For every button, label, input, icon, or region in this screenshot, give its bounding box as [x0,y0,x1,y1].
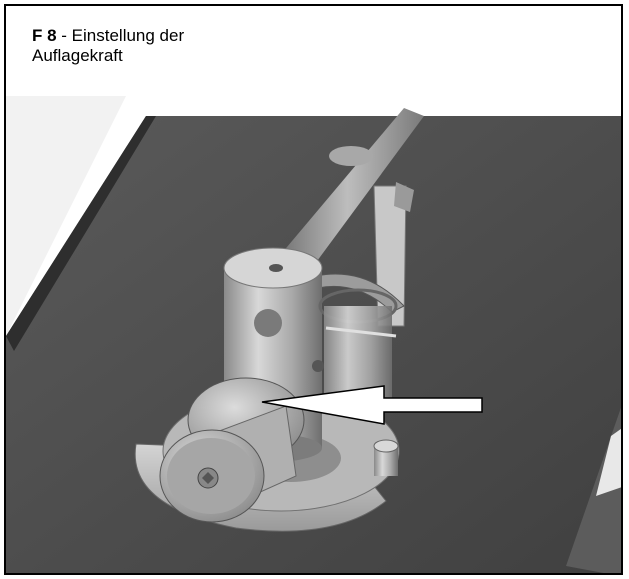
background-shade [6,96,126,336]
plinth-edge [6,116,156,351]
caption-title-line2: Auflagekraft [32,46,123,65]
arm-collar [329,146,373,166]
platter-highlight [596,428,621,496]
pillar-top-hole [269,264,283,272]
small-pillar-top [373,439,399,453]
counterweight [159,377,305,523]
figure-label: F 8 [32,26,57,45]
arm-tube [271,108,424,276]
arrow-pointer-icon [261,385,483,425]
caption-title-line1: Einstellung der [71,26,185,45]
tonearm-illustration [6,6,621,573]
arm-rest-top [394,182,414,212]
arc-guide [315,273,405,313]
pillar-side-hole [254,309,282,337]
caption-band [6,6,621,96]
lift-rod [325,326,397,338]
pillar-small-hole [312,360,324,372]
caption-separator: - [56,26,72,45]
platter-edge [566,407,621,573]
hex-socket-icon [202,472,214,484]
figure-frame: F 8 - Einstellung der Auflagekraft [4,4,623,575]
figure-caption: F 8 - Einstellung der Auflagekraft [32,26,184,66]
